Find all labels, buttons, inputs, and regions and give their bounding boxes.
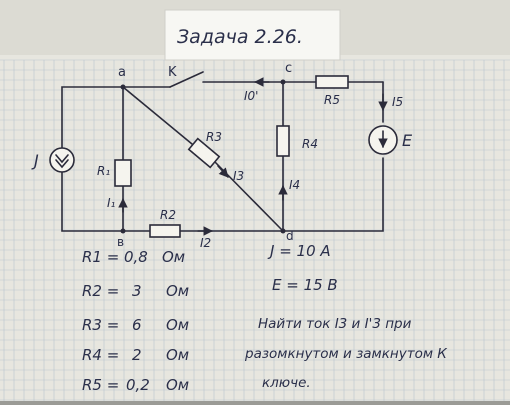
value-label-r5: R5 = (82, 376, 119, 394)
unit-r5: Ом (166, 376, 189, 394)
current-source-j (49, 147, 75, 173)
label-i3: I3 (233, 169, 244, 183)
value-j: J = 10 A (267, 242, 331, 260)
node-d-dot (280, 228, 286, 234)
value-r1: 0,8 (124, 248, 148, 266)
value-label-r2: R2 = (82, 282, 119, 300)
label-r4: R4 (302, 137, 318, 151)
unit-r1: Ом (162, 248, 185, 266)
unit-r4: Ом (166, 346, 189, 364)
label-r3: R3 (206, 130, 222, 144)
node-d-label: d (286, 229, 294, 243)
unit-r2: Ом (166, 282, 189, 300)
resistor-r4 (276, 125, 290, 157)
resistor-r1 (114, 159, 132, 187)
label-i1: I₁ (107, 196, 116, 210)
value-label-r4: R4 = (82, 346, 119, 364)
double-chevron-icon (55, 154, 69, 169)
key-label: K (168, 65, 177, 80)
unit-r3: Ом (166, 316, 189, 334)
label-i0: I0' (244, 89, 258, 103)
page-title: Задача 2.26. (177, 26, 303, 48)
resistor-r3 (187, 137, 221, 169)
resistor-r2 (149, 224, 181, 238)
label-r1: R₁ (97, 164, 110, 178)
task-line-2: разомкнутом и замкнутом К (244, 346, 448, 362)
node-b-dot (120, 228, 126, 234)
node-c-label: c (285, 61, 292, 76)
label-e: E (402, 131, 413, 150)
value-e: E = 15 B (272, 276, 338, 294)
arrow-i3-icon (217, 165, 229, 178)
task-line-1: Найти ток I3 и I'3 при (258, 316, 412, 332)
title-sticker (164, 9, 341, 61)
value-r4: 2 (132, 346, 142, 364)
label-i2: I2 (200, 236, 211, 250)
label-j: J (31, 151, 39, 170)
value-r5: 0,2 (126, 376, 150, 394)
resistor-r5 (315, 75, 349, 89)
value-r3: 6 (132, 316, 142, 334)
label-i4: I4 (289, 178, 300, 192)
node-a-label: a (118, 65, 126, 80)
value-label-r3: R3 = (82, 316, 119, 334)
node-c-dot (280, 79, 286, 85)
source-values: J = 10 A E = 15 B (267, 242, 338, 294)
value-r2: 3 (132, 282, 142, 300)
label-i5: I5 (392, 95, 403, 109)
value-label-r1: R1 = (82, 248, 119, 266)
given-values: R1 = 0,8 Ом R2 = 3 Ом R3 = 6 Ом R4 = 2 О… (82, 248, 189, 394)
task-line-3: ключе. (262, 375, 311, 391)
label-r5: R5 (324, 93, 340, 107)
node-b-label: в (117, 235, 124, 249)
task-text: Найти ток I3 и I'3 при разомкнутом и зам… (244, 316, 448, 391)
label-r2: R2 (160, 208, 176, 222)
node-a-dot (120, 84, 126, 90)
